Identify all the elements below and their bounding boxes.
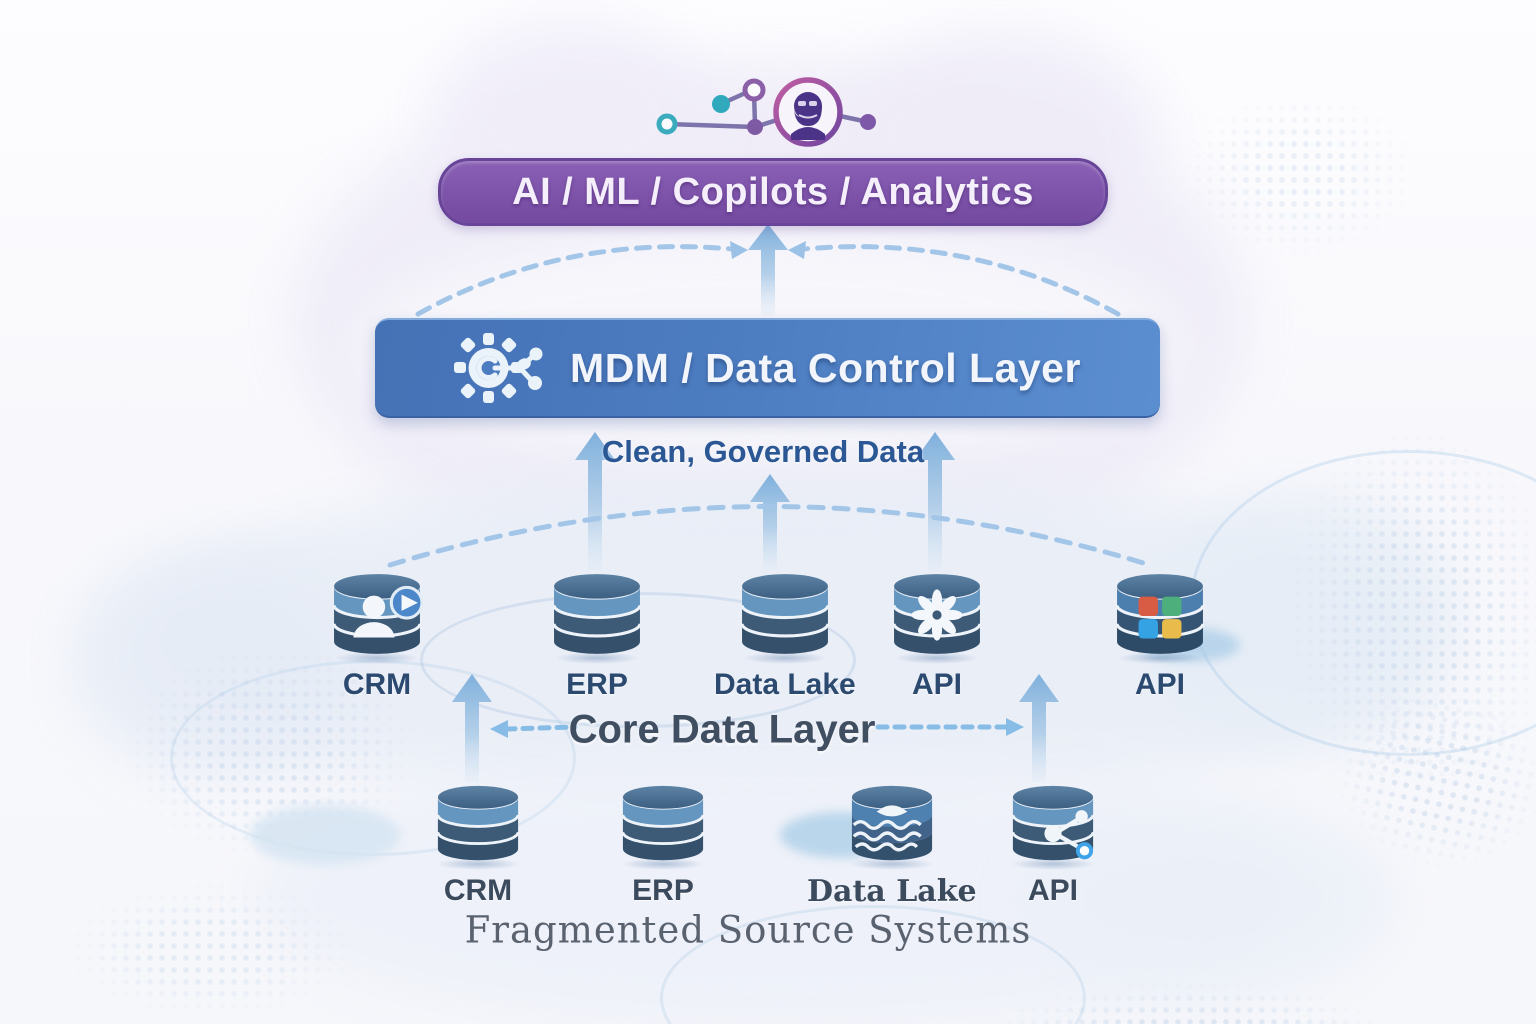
db-shadow <box>607 856 719 872</box>
up-arrow <box>452 674 492 782</box>
ai-ml-banner-label: AI / ML / Copilots / Analytics <box>512 170 1034 213</box>
bottom-api-item: API <box>997 782 1109 908</box>
db-shadow <box>541 650 653 666</box>
dashed-line <box>503 724 578 732</box>
up-arrow <box>748 224 788 316</box>
database-icon <box>552 574 642 654</box>
middle-datalake-item: Data Lake <box>714 570 856 702</box>
person-face-glyph <box>791 92 825 140</box>
db-label: ERP <box>632 874 694 907</box>
middle-erp-item: ERP <box>541 570 653 702</box>
waves-database-icon <box>851 785 932 861</box>
up-arrow <box>750 474 790 570</box>
bottom-erp-item: ERP <box>607 782 719 908</box>
db-shadow <box>422 856 534 872</box>
flower-database-icon <box>892 574 982 654</box>
dashed-arc-arrowhead <box>788 241 806 259</box>
middle-api-item: API <box>881 570 993 702</box>
middle-api-grid-item: API <box>1104 570 1216 702</box>
mdm-banner-label: MDM / Data Control Layer <box>570 344 1081 391</box>
database-icon <box>740 574 830 654</box>
bottom-crm-item: CRM <box>422 782 534 908</box>
dashed-arc <box>415 244 735 317</box>
fragmented-sources-label: Fragmented Source Systems <box>464 908 1032 952</box>
dashed-arrowhead-left <box>490 720 508 738</box>
db-label: API <box>1134 668 1185 701</box>
database-icon <box>621 785 705 861</box>
middle-crm-item: CRM <box>321 570 433 702</box>
db-shadow <box>1104 650 1216 666</box>
db-label: Data Lake <box>807 874 977 909</box>
db-label: ERP <box>566 668 628 701</box>
app-grid-database-icon <box>1115 574 1205 654</box>
db-shadow <box>997 856 1109 872</box>
db-shadow <box>835 856 948 872</box>
dashed-arc-arrowhead <box>730 241 748 259</box>
share-network-database-icon <box>1011 785 1095 861</box>
db-label: CRM <box>342 668 412 701</box>
db-label: Data Lake <box>714 668 856 701</box>
dashed-arrowhead-right <box>1006 718 1024 736</box>
db-shadow <box>881 650 993 666</box>
ai-ml-banner: AI / ML / Copilots / Analytics <box>438 158 1108 226</box>
up-arrow <box>1019 674 1059 782</box>
user-play-database-icon <box>332 574 424 654</box>
mdm-banner: MDM / Data Control Layer <box>375 318 1160 418</box>
db-shadow <box>321 650 433 666</box>
dashed-arc <box>801 244 1121 317</box>
clean-governed-label: Clean, Governed Data <box>601 434 925 469</box>
db-label: API <box>1027 874 1078 907</box>
db-label: API <box>911 668 962 701</box>
gear-share-icon <box>454 333 543 403</box>
bottom-datalake-item: Data Lake <box>807 782 977 909</box>
ai-network-person-icon <box>656 77 876 147</box>
db-label: CRM <box>443 874 513 907</box>
database-icon <box>436 785 520 861</box>
core-data-layer-label: Core Data Layer <box>568 707 876 752</box>
db-shadow <box>728 650 841 666</box>
